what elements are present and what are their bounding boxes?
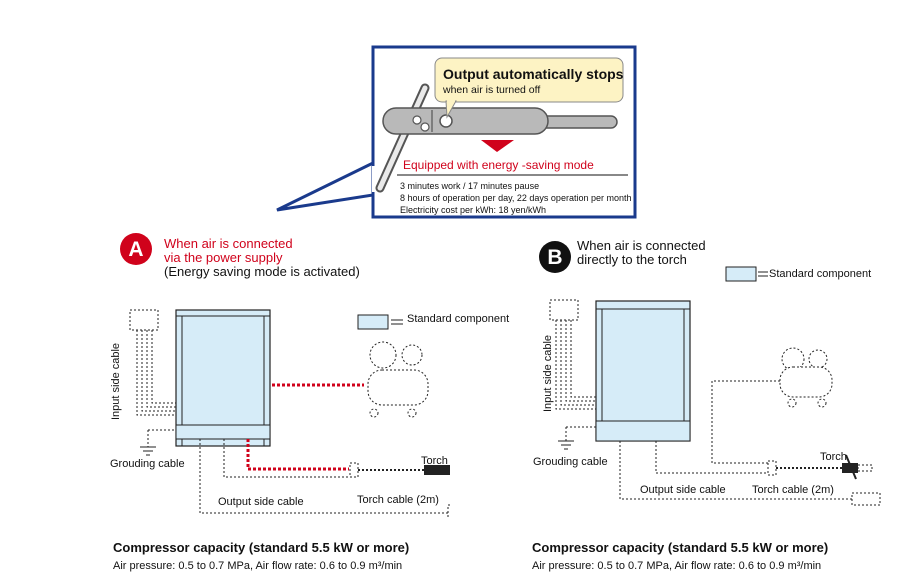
output-cable-label: Output side cable	[640, 484, 726, 496]
diagram-b-graphic: B	[539, 241, 881, 506]
input-box	[129, 309, 159, 331]
grounding-label: Grouding cable	[110, 458, 185, 470]
caption-b: Compressor capacity (standard 5.5 kW or …	[532, 540, 829, 555]
diagram-a-title-3: (Energy saving mode is activated)	[164, 264, 360, 279]
input-cables	[555, 320, 596, 441]
note-line: 3 minutes work / 17 minutes pause	[400, 181, 540, 191]
torch-label: Torch	[820, 451, 847, 463]
ground-icon	[558, 440, 574, 450]
input-cable-label: Input side cable	[542, 334, 554, 412]
output-cable-label: Output side cable	[218, 496, 304, 508]
ground-icon	[140, 446, 156, 456]
diagram-a-title-1: When air is connected	[164, 236, 293, 251]
air-line-direct	[711, 380, 780, 464]
badge-b-icon	[539, 241, 571, 273]
compressor	[779, 347, 833, 408]
diagram-a-title-2: via the power supply	[164, 250, 283, 265]
inset-graphic	[276, 45, 637, 219]
note-line: Electricity cost per kWh: 18 yen/kWh	[400, 205, 547, 215]
output-cables	[199, 439, 450, 514]
air-line-torch	[246, 439, 349, 471]
inset-notes: 3 minutes work / 17 minutes pause 8 hour…	[400, 180, 631, 216]
legend-label: Standard component	[407, 313, 510, 325]
note-line: 8 hours of operation per day, 22 days op…	[400, 193, 632, 203]
power-supply-unit	[175, 309, 271, 447]
caption-a: Compressor capacity (standard 5.5 kW or …	[113, 540, 410, 555]
compressor	[367, 341, 429, 418]
torch-cable-label: Torch cable (2m)	[752, 484, 834, 496]
inset-pointer	[276, 160, 375, 212]
input-cable-label: Input side cable	[110, 342, 122, 420]
connector	[767, 460, 777, 476]
torch-body	[382, 107, 618, 135]
down-arrow-icon	[481, 140, 514, 152]
torch-label: Torch	[421, 455, 448, 467]
torch-cable-label: Torch cable (2m)	[357, 494, 439, 506]
energy-mode-label: Equipped with energy -saving mode	[403, 158, 594, 172]
caption-b-sub: Air pressure: 0.5 to 0.7 MPa, Air flow r…	[532, 560, 822, 572]
torch-b	[842, 454, 873, 480]
power-supply-unit	[595, 300, 691, 442]
diagram-b-title-2: directly to the torch	[577, 252, 687, 267]
callout-title: Output automatically stops	[443, 66, 624, 82]
badge-b-letter: B	[547, 246, 562, 269]
grounding-label: Grouding cable	[533, 456, 608, 468]
diagram-b-title-1: When air is connected	[577, 238, 706, 253]
callout-subtitle: when air is turned off	[443, 84, 541, 96]
badge-a-letter: A	[128, 238, 143, 261]
callout-bubble	[434, 57, 624, 119]
torch-a	[424, 465, 450, 475]
diagram-a-graphic: A	[120, 233, 450, 518]
torch-cable-plug	[447, 504, 450, 518]
output-cables	[619, 441, 852, 500]
torch-lever	[375, 83, 430, 193]
connector	[349, 462, 359, 478]
legend-swatch	[357, 314, 389, 330]
torch-cable-plug	[851, 492, 881, 506]
input-box	[549, 299, 579, 321]
input-cables	[136, 330, 176, 447]
legend-swatch	[725, 266, 757, 282]
badge-a-icon	[120, 233, 152, 265]
legend-label: Standard component	[769, 268, 872, 280]
caption-a-sub: Air pressure: 0.5 to 0.7 MPa, Air flow r…	[113, 560, 403, 572]
